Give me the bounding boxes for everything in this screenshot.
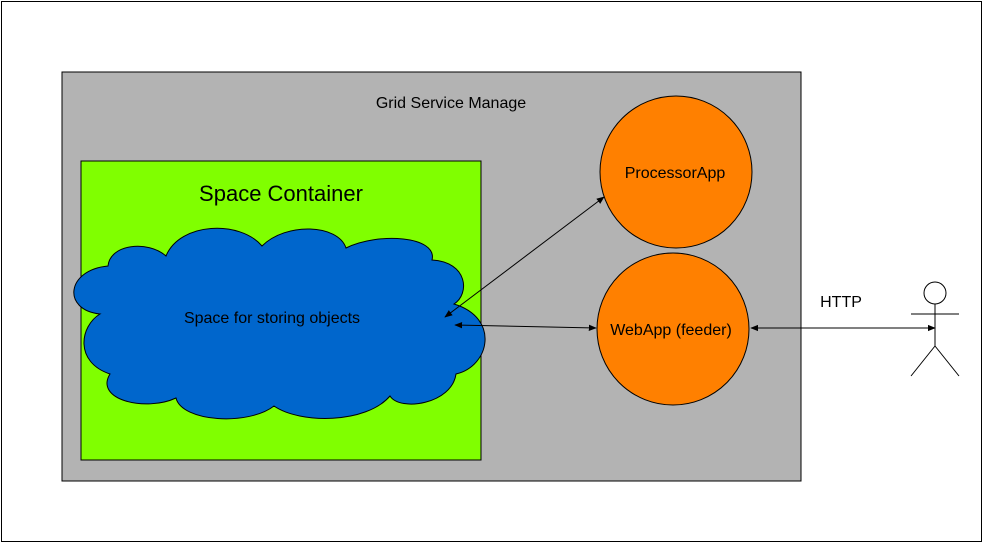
http-label: HTTP: [820, 294, 862, 311]
processor-app-label: ProcessorApp: [625, 165, 726, 182]
space-cloud-label: Space for storing objects: [184, 310, 360, 327]
space-container-label: Space Container: [199, 181, 363, 206]
cloud-processor-connector: [444, 196, 605, 318]
grid-service-manager-label: Grid Service Manage: [376, 95, 526, 112]
processor-app-node: [599, 95, 753, 249]
cloud-webapp-connector: [454, 321, 597, 332]
user-actor-icon: [910, 281, 960, 377]
webapp-node: [596, 252, 750, 406]
webapp-label: WebApp (feeder): [610, 322, 732, 339]
